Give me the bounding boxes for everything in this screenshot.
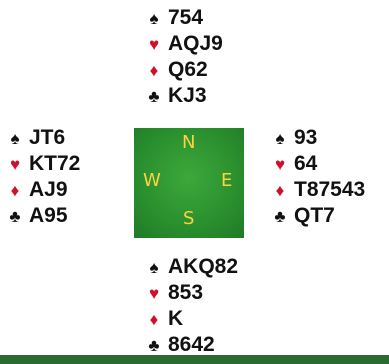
heart-icon: ♥ bbox=[148, 35, 160, 54]
west-clubs-cards: A95 bbox=[29, 204, 68, 227]
east-diamonds-cards: T87543 bbox=[294, 178, 366, 201]
east-clubs: ♣ QT7 bbox=[271, 203, 365, 229]
north-diamonds: ♦ Q62 bbox=[145, 57, 223, 83]
club-icon: ♣ bbox=[9, 207, 21, 226]
west-hand: ♠ JT6 ♥ KT72 ♦ AJ9 ♣ A95 bbox=[6, 125, 80, 229]
west-diamonds: ♦ AJ9 bbox=[6, 177, 80, 203]
north-spades: ♠ 754 bbox=[145, 5, 223, 31]
north-hearts-cards: AQJ9 bbox=[168, 32, 223, 55]
compass-north-label: N bbox=[182, 132, 196, 153]
north-diamonds-cards: Q62 bbox=[168, 58, 208, 81]
east-spades-cards: 93 bbox=[294, 126, 318, 149]
compass: N W E S bbox=[134, 128, 244, 238]
north-clubs: ♣ KJ3 bbox=[145, 83, 223, 109]
compass-south-label: S bbox=[183, 208, 195, 229]
east-spades: ♠ 93 bbox=[271, 125, 365, 151]
spade-icon: ♠ bbox=[149, 9, 159, 28]
compass-west-label: W bbox=[143, 170, 161, 191]
north-hand: ♠ 754 ♥ AQJ9 ♦ Q62 ♣ KJ3 bbox=[145, 5, 223, 109]
diamond-icon: ♦ bbox=[275, 181, 285, 200]
west-spades-cards: JT6 bbox=[29, 126, 66, 149]
east-hand: ♠ 93 ♥ 64 ♦ T87543 ♣ QT7 bbox=[271, 125, 365, 229]
heart-icon: ♥ bbox=[274, 155, 286, 174]
west-hearts: ♥ KT72 bbox=[6, 151, 80, 177]
north-spades-cards: 754 bbox=[168, 6, 204, 29]
diamond-icon: ♦ bbox=[149, 61, 159, 80]
south-diamonds-cards: K bbox=[168, 307, 184, 330]
south-diamonds: ♦K bbox=[145, 306, 238, 332]
club-icon: ♣ bbox=[148, 87, 160, 106]
spade-icon: ♠ bbox=[275, 129, 285, 148]
west-spades: ♠ JT6 bbox=[6, 125, 80, 151]
club-icon: ♣ bbox=[274, 207, 286, 226]
club-icon: ♣ bbox=[148, 336, 160, 355]
west-hearts-cards: KT72 bbox=[29, 152, 81, 175]
north-clubs-cards: KJ3 bbox=[168, 84, 207, 107]
south-spades-cards: AKQ82 bbox=[168, 255, 239, 278]
south-hearts: ♥ 853 bbox=[145, 280, 238, 306]
heart-icon: ♥ bbox=[9, 155, 21, 174]
diamond-icon: ♦ bbox=[10, 181, 20, 200]
east-hearts-cards: 64 bbox=[294, 152, 318, 175]
north-hearts: ♥ AQJ9 bbox=[145, 31, 223, 57]
compass-east-label: E bbox=[221, 170, 233, 191]
south-hearts-cards: 853 bbox=[168, 281, 204, 304]
east-diamonds: ♦ T87543 bbox=[271, 177, 366, 203]
east-clubs-cards: QT7 bbox=[294, 204, 335, 227]
spade-icon: ♠ bbox=[149, 258, 159, 277]
east-hearts: ♥ 64 bbox=[271, 151, 365, 177]
spade-icon: ♠ bbox=[10, 129, 20, 148]
west-diamonds-cards: AJ9 bbox=[29, 178, 68, 201]
bottom-rule bbox=[0, 355, 389, 364]
west-clubs: ♣ A95 bbox=[6, 203, 80, 229]
south-clubs: ♣ 8642 bbox=[145, 332, 238, 358]
south-spades: ♠ AKQ82 bbox=[145, 254, 238, 280]
south-clubs-cards: 8642 bbox=[168, 333, 215, 356]
heart-icon: ♥ bbox=[148, 284, 160, 303]
south-hand: ♠AKQ82 ♥853 ♦K ♣8642 bbox=[145, 254, 238, 358]
diamond-icon: ♦ bbox=[149, 310, 159, 329]
